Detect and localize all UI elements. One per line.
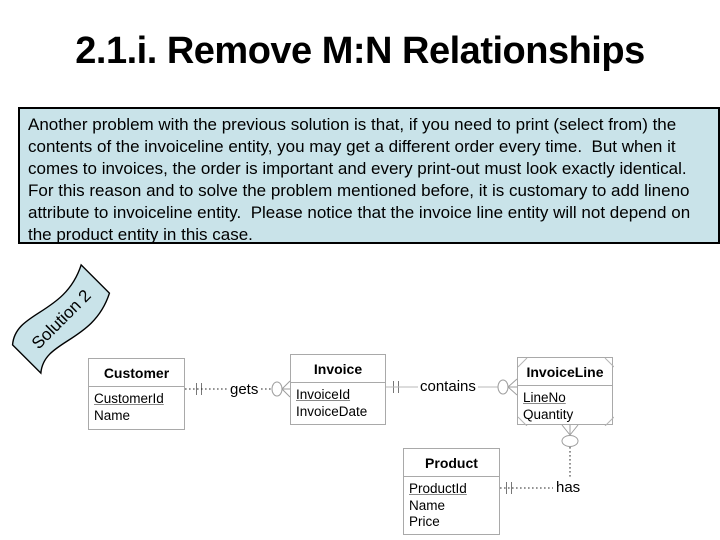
relationship-label-has: has (554, 479, 583, 496)
entity-product-attributes: ProductId Name Price (404, 477, 499, 531)
crow-foot (507, 378, 518, 396)
attribute-invoicedate: InvoiceDate (296, 403, 368, 419)
entity-invoiceline-title: InvoiceLine (518, 358, 612, 386)
attribute-customerid: CustomerId (94, 391, 164, 406)
entity-invoice-attributes: InvoiceId InvoiceDate (291, 383, 385, 420)
zero-marker (561, 435, 579, 447)
zero-marker (271, 381, 283, 397)
entity-customer-title: Customer (89, 359, 184, 387)
entity-product-title: Product (404, 449, 499, 477)
attribute-name: Name (94, 407, 131, 423)
attribute-quantity: Quantity (523, 406, 574, 422)
zero-marker (497, 379, 509, 395)
attribute-lineno: LineNo (523, 390, 566, 405)
entity-corner-marks (518, 358, 614, 426)
crow-foot (281, 380, 291, 398)
entity-invoiceline: InvoiceLine LineNo Quantity (517, 357, 614, 426)
ribbon-wave-shape (11, 263, 111, 375)
entity-invoiceline-attributes: LineNo Quantity (518, 386, 612, 423)
entity-invoice: Invoice InvoiceId InvoiceDate (290, 354, 386, 425)
relationship-label-gets: gets (228, 381, 261, 398)
attribute-productid: ProductId (409, 481, 467, 496)
entity-customer-attributes: CustomerId Name (89, 387, 184, 424)
relationship-label-contains: contains (418, 378, 478, 395)
entity-customer: Customer CustomerId Name (88, 358, 185, 430)
attribute-price: Price (409, 514, 440, 529)
attribute-invoiceid: InvoiceId (296, 387, 351, 402)
crow-foot (561, 424, 579, 436)
entity-product: Product ProductId Name Price (403, 448, 500, 535)
attribute-product-name: Name (409, 497, 446, 513)
solution-ribbon: Solution 2 (11, 263, 111, 375)
entity-invoice-title: Invoice (291, 355, 385, 383)
slide-title: 2.1.i. Remove M:N Relationships (75, 30, 645, 72)
description-box: Another problem with the previous soluti… (18, 107, 720, 244)
